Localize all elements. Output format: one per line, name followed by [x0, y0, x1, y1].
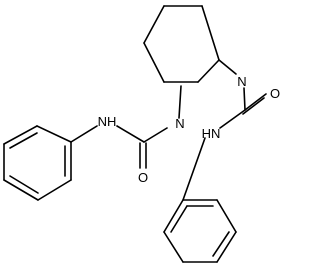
left-urea: [70, 85, 182, 169]
left-phenyl-ring: [3, 125, 72, 201]
atom-label-nh-left: NH: [98, 114, 117, 129]
cyclohexane-ring: [143, 5, 220, 83]
atom-label-n-upper: N: [175, 116, 184, 131]
right-phenyl-ring: [163, 199, 237, 263]
atom-label-hn-right: HN: [202, 126, 221, 141]
atom-label-o-right: O: [270, 86, 280, 101]
atom-label-o-left: O: [138, 170, 148, 185]
right-urea: [182, 59, 267, 201]
molecule-structure: NH N O N O HN: [3, 5, 280, 263]
atom-label-n-center: N: [237, 74, 246, 89]
